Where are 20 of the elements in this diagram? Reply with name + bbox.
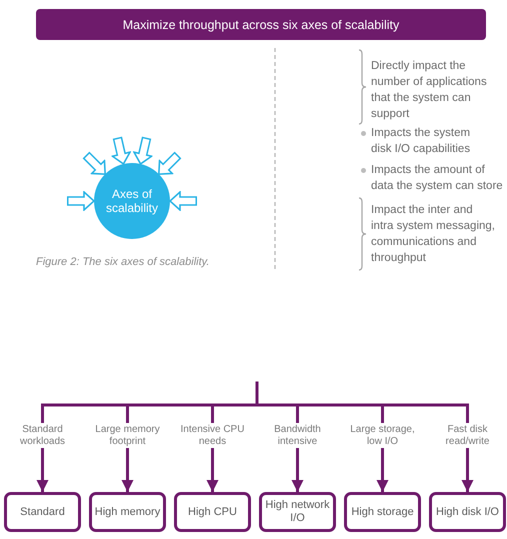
category-box: High storage <box>344 492 421 532</box>
figure-caption: Figure 2: The six axes of scalability. <box>36 256 210 269</box>
note-text: Directly impact the number of applications that the system can support <box>371 59 488 122</box>
block-arrow <box>133 136 152 165</box>
block-arrow <box>67 191 95 211</box>
connector-line <box>41 382 469 406</box>
note-text: Impacts the system disk I/O capabilities <box>371 126 472 157</box>
category-box: High memory <box>89 492 166 532</box>
title-banner: Maximize throughput across six axes of scalability <box>36 9 486 40</box>
category-box: High CPU <box>174 492 251 532</box>
block-arrow <box>169 191 197 211</box>
category-box: High disk I/O <box>429 492 506 532</box>
category-box: Standard <box>4 492 81 532</box>
block-arrow <box>82 152 106 175</box>
note-text: Impacts the amount of data the system can store <box>371 163 504 194</box>
block-arrow <box>158 152 182 175</box>
block-arrow <box>112 136 131 165</box>
hub-circle: Axes of scalability <box>94 163 170 239</box>
note-text: Impact the inter and intra system messaging, communications and throughput <box>371 203 496 266</box>
category-box: High network I/O <box>259 492 336 532</box>
